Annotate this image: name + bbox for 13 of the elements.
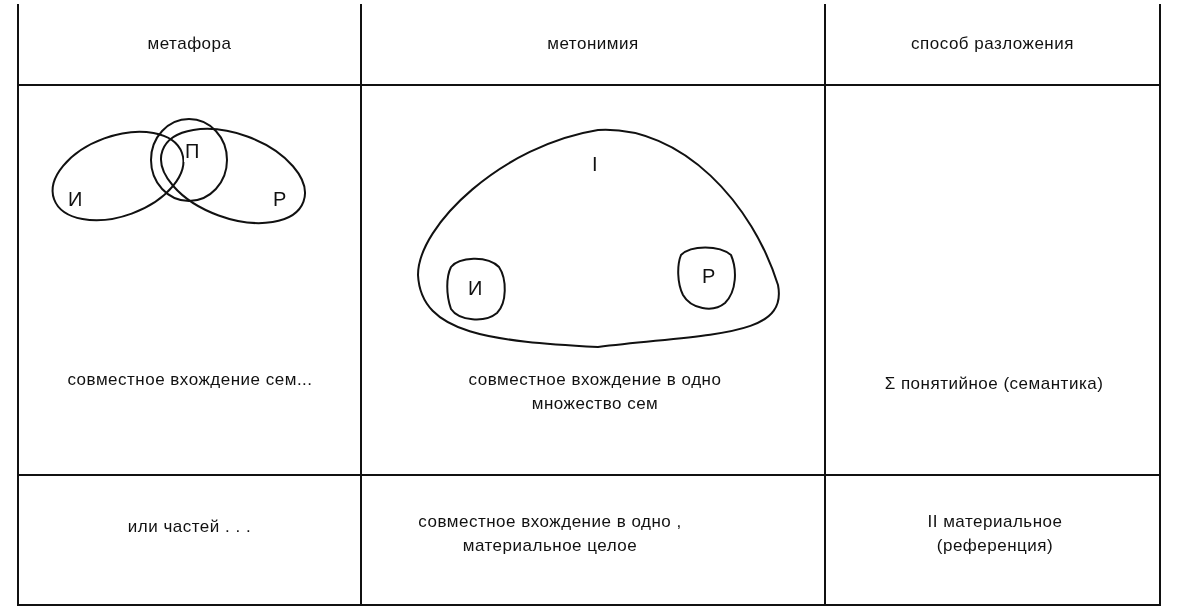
cell-text: Σ понятийное (семантика) xyxy=(883,373,1105,395)
cell-text: совместное вхождение сем... xyxy=(66,369,314,391)
column-header: способ разложения xyxy=(910,33,1075,55)
cell-text: II материальное (референция) xyxy=(926,511,1064,557)
set-outline xyxy=(445,255,507,321)
cell-text: совместное вхождение в одно множество сем xyxy=(467,369,723,415)
cell-text: или частей . . . xyxy=(126,516,253,538)
set-outline xyxy=(677,245,737,311)
column-header: метонимия xyxy=(546,33,640,55)
set-outline xyxy=(150,118,228,202)
set-outline xyxy=(160,128,306,224)
cell-text: совместное вхождение в одно , материальное целое xyxy=(417,511,683,557)
column-header: метафора xyxy=(146,33,233,55)
